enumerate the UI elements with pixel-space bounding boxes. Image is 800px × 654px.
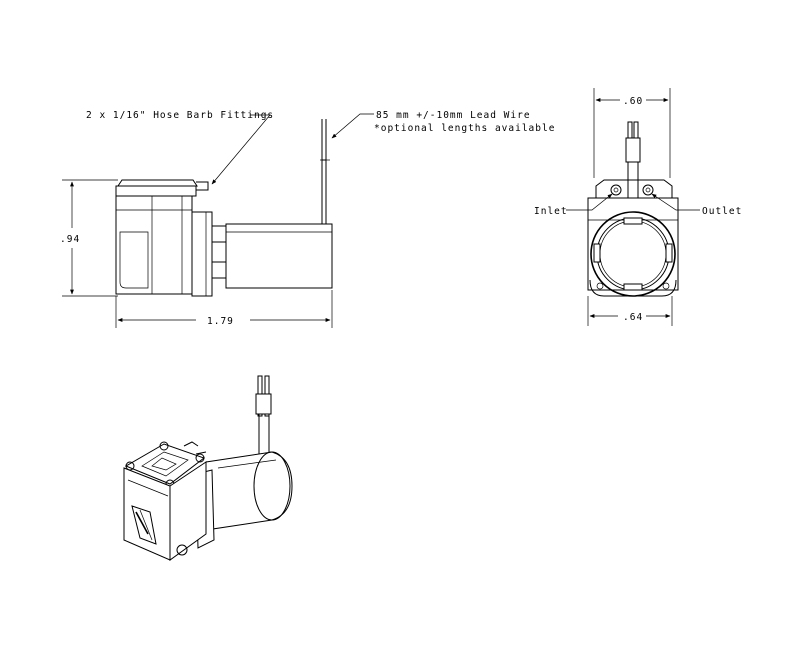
side-view — [115, 119, 333, 297]
outlet-label: Outlet — [702, 206, 742, 217]
end-view-dimensions: .60 .64 Inlet Outlet — [534, 88, 742, 326]
callouts: 2 x 1/16" Hose Barb Fittings 85 mm +/-10… — [86, 110, 555, 185]
side-view-dimensions: .94 1.79 — [60, 179, 333, 328]
isometric-view — [123, 375, 293, 561]
inlet-label: Inlet — [534, 206, 568, 217]
lead-wire-label: 85 mm +/-10mm Lead Wire — [376, 110, 531, 121]
end-view — [587, 121, 679, 297]
bottom-width-dimension: .64 — [623, 312, 643, 323]
length-dimension: 1.79 — [207, 316, 234, 327]
lead-wire-note: *optional lengths available — [374, 123, 555, 134]
height-dimension: .94 — [60, 234, 80, 245]
hose-barb-label: 2 x 1/16" Hose Barb Fittings — [86, 110, 274, 121]
top-width-dimension: .60 — [623, 96, 643, 107]
